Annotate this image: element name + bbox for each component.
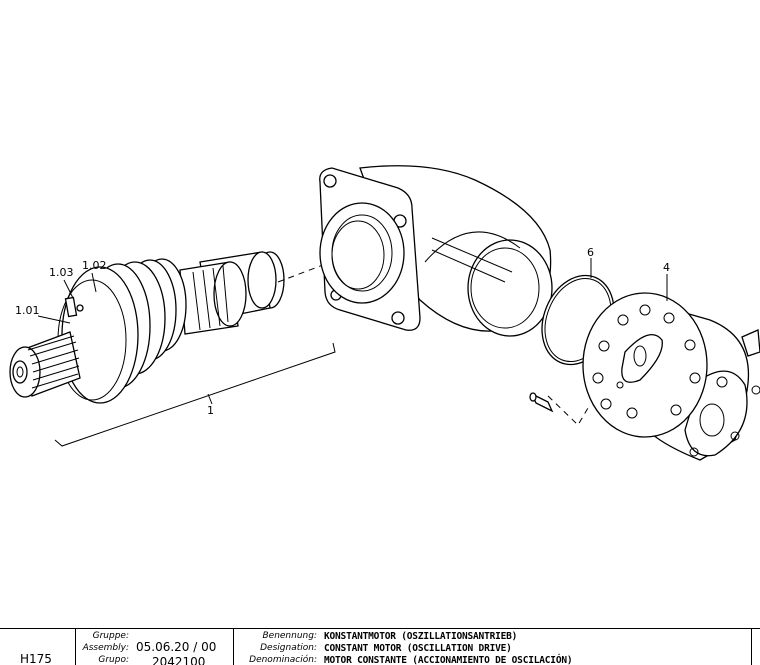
parts-diagram-svg: 1.01 1.03 1.02 1 6 4: [9, 165, 760, 461]
sheet-code: H175: [20, 652, 52, 665]
callout-6: 6: [587, 246, 594, 259]
callout-leaders: [37, 258, 668, 324]
callout-1-01: 1.01: [15, 304, 40, 317]
benennung-value: KONSTANTMOTOR (OSZILLATIONSANTRIEB): [324, 631, 518, 642]
exploded-parts-drawing: 1.01 1.03 1.02 1 6 4: [9, 165, 760, 461]
motor-cartridge-part: [9, 251, 285, 404]
callout-1: 1: [207, 404, 214, 417]
designation-value: CONSTANT MOTOR (OSCILLATION DRIVE): [324, 643, 512, 654]
description-cell: Benennung: Designation: Denominación: KO…: [234, 629, 752, 665]
callout-1-02: 1.02: [82, 259, 107, 272]
title-block: H175 Gruppe: Assembly: Grupo: 05.06.20 /…: [0, 628, 760, 665]
dowel-pin-part: [529, 392, 554, 413]
assembly-value: 05.06.20 / 00: [136, 640, 217, 654]
callout-1-03: 1.03: [49, 266, 74, 279]
sheet-code-cell: H175: [0, 629, 76, 665]
end-cover-part: [582, 292, 760, 461]
benennung-label: Benennung:: [262, 631, 317, 641]
item-1-bracket: [54, 342, 336, 447]
denominacion-value: MOTOR CONSTANTE (ACCIONAMIENTO DE OSCILA…: [324, 655, 573, 665]
designation-label: Designation:: [260, 643, 317, 653]
gruppe-label: Gruppe:: [92, 631, 129, 641]
callout-4: 4: [663, 261, 670, 274]
denominacion-label: Denominación:: [249, 655, 317, 665]
grupo-value: 2042100: [152, 655, 206, 665]
assembly-label: Assembly:: [82, 643, 129, 653]
grupo-label: Grupo:: [98, 655, 129, 665]
elbow-housing-part: [319, 165, 553, 337]
assembly-cell: Gruppe: Assembly: Grupo: 05.06.20 / 00 2…: [76, 629, 234, 665]
